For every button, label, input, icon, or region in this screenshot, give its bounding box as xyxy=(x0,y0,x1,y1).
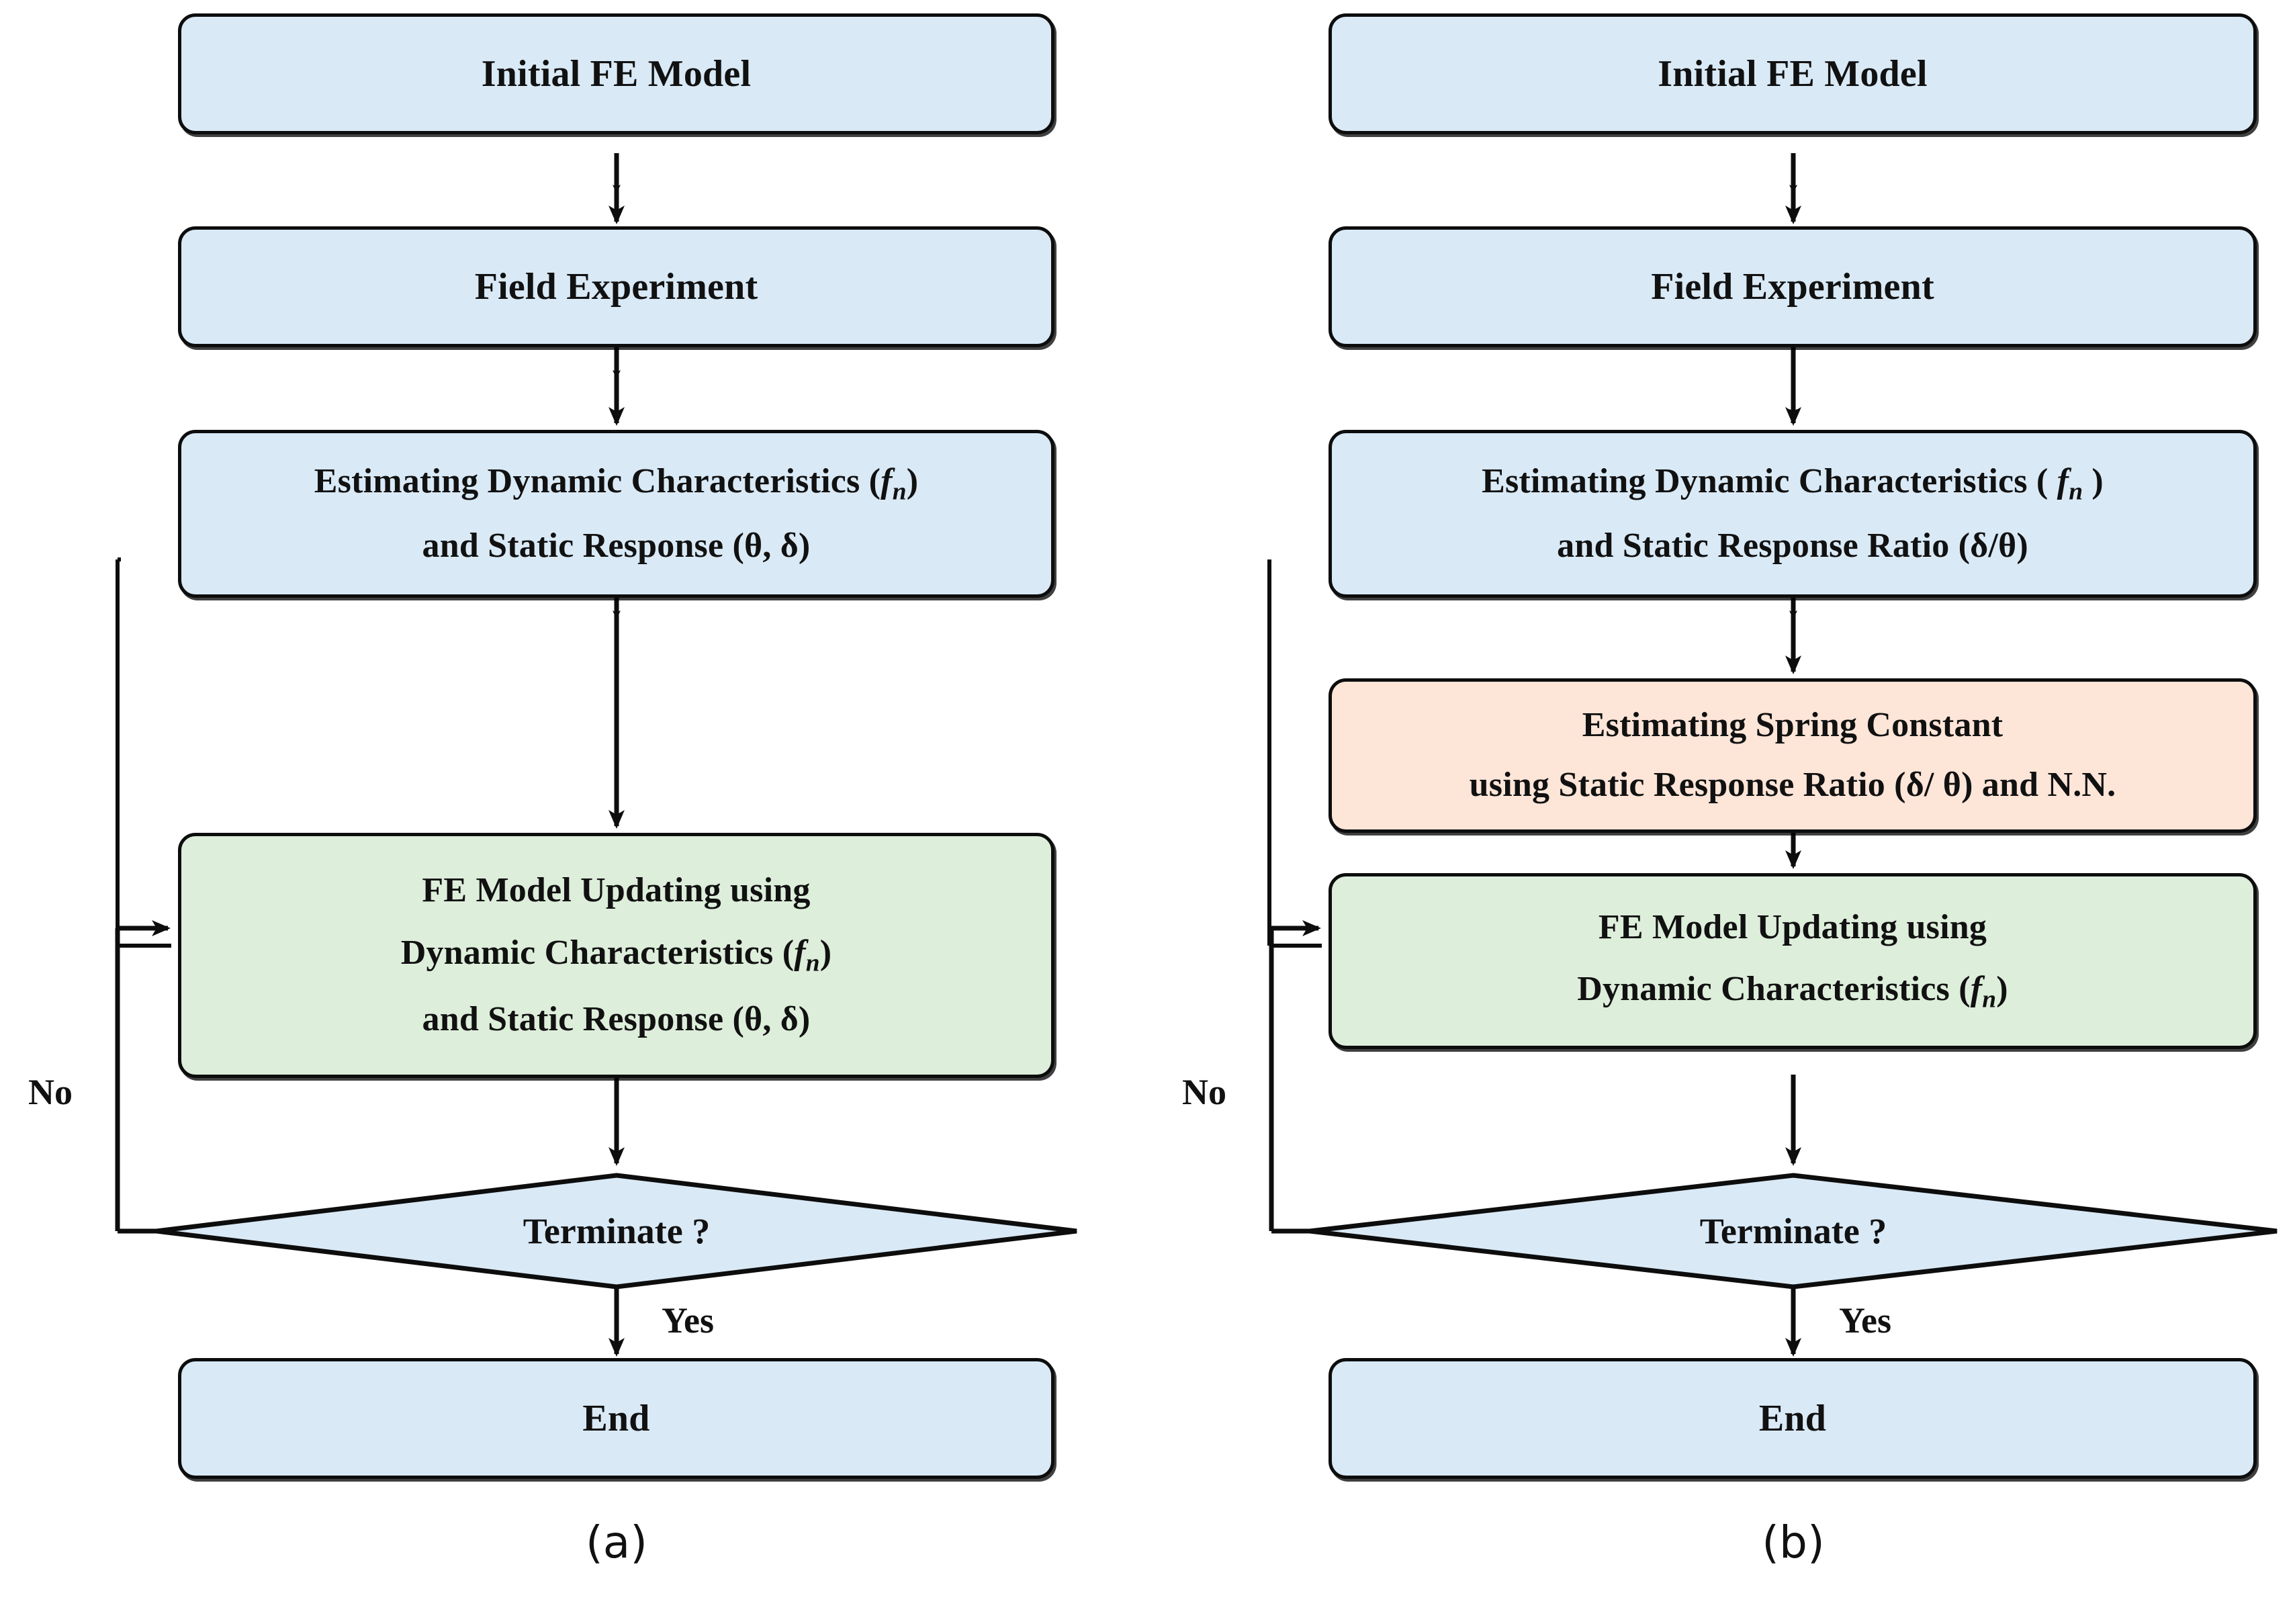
node-label-line1: Estimating Dynamic Characteristics (fn) xyxy=(314,461,919,506)
node-label: Field Experiment xyxy=(474,265,758,308)
node-label: Initial FE Model xyxy=(1658,52,1928,95)
node-label-line2: and Static Response Ratio (δ/θ) xyxy=(1557,526,2028,565)
panel-caption-a: (a) xyxy=(586,1517,647,1568)
node-label-line2: Dynamic Characteristics (fn) xyxy=(400,933,832,977)
node-label-line2: using Static Response Ratio (δ/ θ) and N… xyxy=(1469,766,2116,804)
node-label-line2: Dynamic Characteristics (fn) xyxy=(1577,970,2008,1013)
node-label: Terminate ? xyxy=(523,1211,711,1251)
node-b-terminate[interactable]: Terminate ? xyxy=(1310,1175,2277,1287)
node-label-line1: Estimating Dynamic Characteristics ( fn … xyxy=(1482,461,2104,506)
panel-caption-b: (b) xyxy=(1762,1517,1825,1568)
node-a-estimating-dynamic[interactable]: Estimating Dynamic Characteristics (fn) … xyxy=(178,430,1054,598)
node-label-line1: FE Model Updating using xyxy=(1598,907,1987,946)
node-a-fe-model-updating[interactable]: FE Model Updating using Dynamic Characte… xyxy=(178,833,1054,1078)
node-label-line3: and Static Response (θ, δ) xyxy=(422,1000,811,1039)
node-label-line1: Estimating Spring Constant xyxy=(1582,706,2004,745)
node-b-fe-model-updating[interactable]: FE Model Updating using Dynamic Characte… xyxy=(1329,873,2257,1049)
node-a-end[interactable]: End xyxy=(178,1358,1054,1479)
node-label: End xyxy=(1758,1397,1827,1439)
edge-label-b-yes: Yes xyxy=(1839,1300,1891,1341)
node-b-estimating-dynamic[interactable]: Estimating Dynamic Characteristics ( fn … xyxy=(1329,430,2257,598)
node-label: Field Experiment xyxy=(1651,265,1934,308)
edge-label-a-no: No xyxy=(28,1072,73,1112)
edge-label-a-yes: Yes xyxy=(662,1300,714,1341)
node-label: Terminate ? xyxy=(1699,1211,1887,1251)
node-label: Initial FE Model xyxy=(481,52,752,95)
node-b-field-experiment[interactable]: Field Experiment xyxy=(1329,226,2257,347)
node-a-initial-fe-model[interactable]: Initial FE Model xyxy=(178,13,1054,134)
node-label-line1: FE Model Updating using xyxy=(422,871,811,910)
edge-label-b-no: No xyxy=(1182,1072,1226,1112)
node-label: End xyxy=(582,1397,650,1439)
node-a-field-experiment[interactable]: Field Experiment xyxy=(178,226,1054,347)
node-a-terminate[interactable]: Terminate ? xyxy=(156,1175,1077,1287)
node-b-initial-fe-model[interactable]: Initial FE Model xyxy=(1329,13,2257,134)
node-b-end[interactable]: End xyxy=(1329,1358,2257,1479)
node-label-line2: and Static Response (θ, δ) xyxy=(422,526,811,565)
node-b-estimating-spring-constant[interactable]: Estimating Spring Constant using Static … xyxy=(1329,678,2257,833)
